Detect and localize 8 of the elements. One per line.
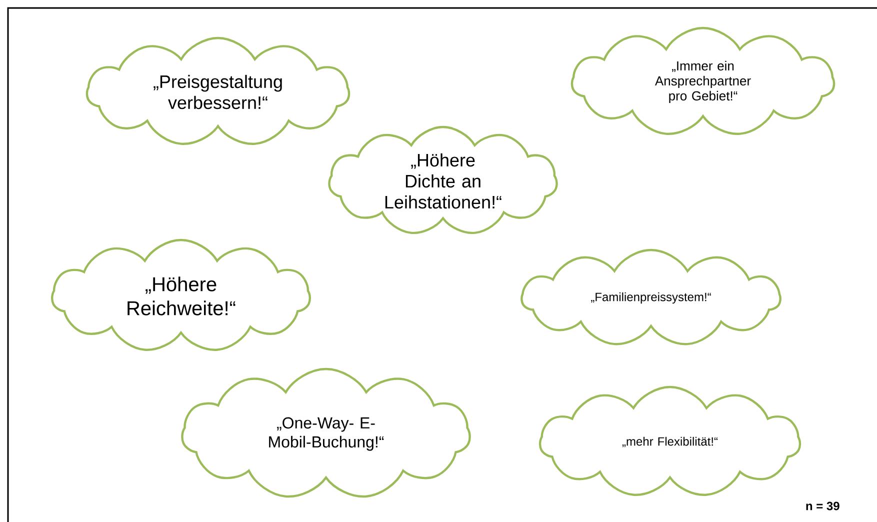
speech-cloud: „Immer ein Ansprechpartner pro Gebiet!“	[570, 26, 836, 135]
speech-cloud: „Höhere Reichweite!“	[51, 238, 312, 351]
speech-cloud: „One-Way- E-Mobil-Buchung!“	[181, 368, 471, 498]
speech-cloud: „Familienpreissystem!“	[520, 248, 782, 346]
sample-size-note: n = 39	[806, 502, 840, 510]
speech-cloud: „Preisgestaltung verbessern!“	[86, 36, 350, 145]
speech-cloud: „Höhere Dichte an Leihstationen!“	[328, 126, 558, 234]
speech-cloud: „mehr Flexibilität!“	[538, 386, 802, 496]
